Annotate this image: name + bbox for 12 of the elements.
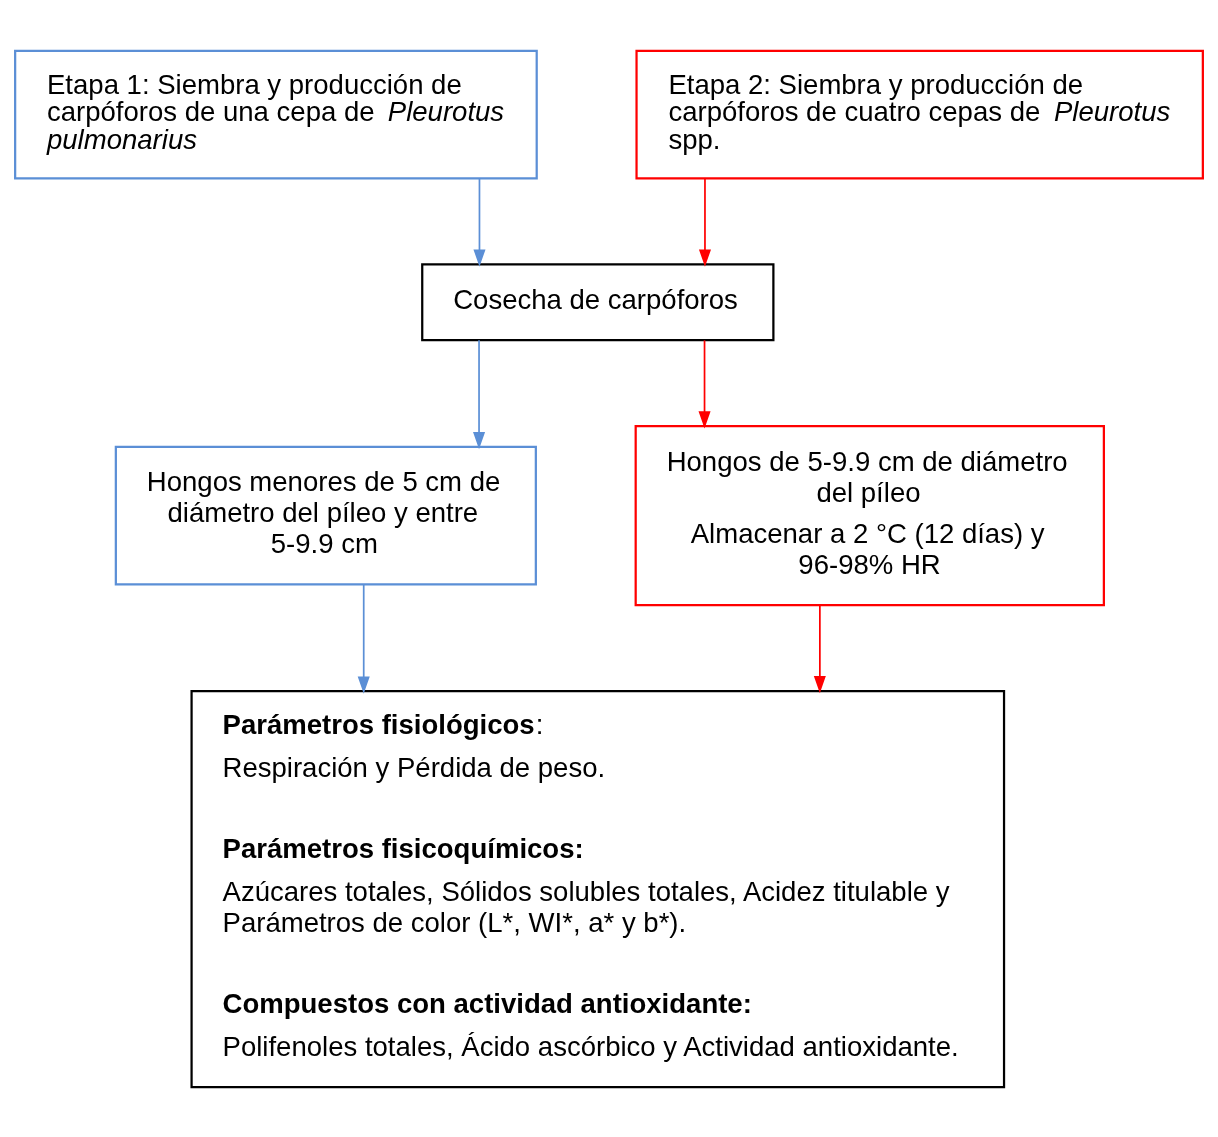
arrow bbox=[698, 177, 711, 267]
arrow bbox=[473, 177, 486, 267]
node-box: Hongos menores de 5 cm de diámetro del píleo y entre 5-9.9 cm bbox=[114, 445, 537, 586]
arrow bbox=[698, 339, 711, 429]
node-box: Cosecha de carpóforos bbox=[421, 262, 775, 341]
arrow bbox=[473, 339, 486, 449]
arrow bbox=[813, 604, 826, 693]
node-box: Etapa 1: Siembra y producción de carpóforos de una cepa de Pleurotus pulmonarius bbox=[14, 49, 538, 179]
arrow bbox=[357, 583, 370, 694]
node-box: Hongos de 5-9.9 cm de diámetro del píleo Almacenar a 2 °C (12 días) y 96-98% HR bbox=[634, 424, 1105, 606]
node-box: Etapa 2: Siembra y producción de carpóforos de cuatro cepas de Pleurotus spp. bbox=[635, 49, 1204, 179]
node-box: Parámetros fisiológicos: Respiración y Pérdida de peso. Parámetros fisicoquímicos: Azúcares totales, Sólidos solubles totales, Acidez titulable y Parámetros de color (L*, WI*, a* y b*). Compuestos con actividad antioxidante: Polifenoles totales, Ácido ascórbico y Actividad antioxidante. bbox=[190, 689, 1006, 1088]
